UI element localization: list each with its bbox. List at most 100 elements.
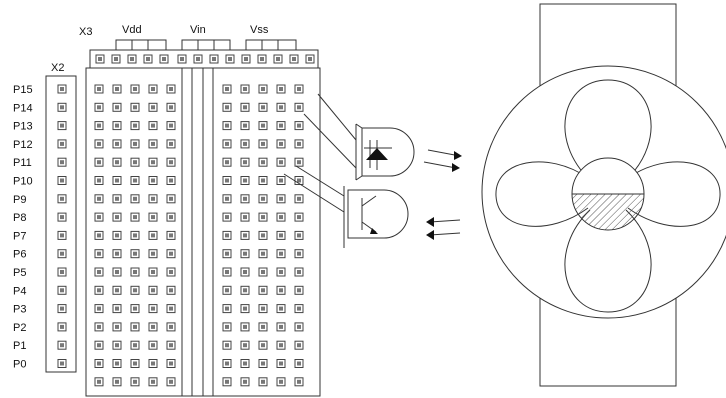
socket-hole bbox=[222, 230, 232, 240]
socket-hole bbox=[112, 267, 122, 277]
socket-hole bbox=[222, 121, 232, 131]
socket-hole bbox=[294, 340, 304, 350]
socket-hole bbox=[166, 139, 176, 149]
socket-hole bbox=[166, 322, 176, 332]
socket-hole bbox=[130, 377, 140, 387]
socket-hole bbox=[130, 285, 140, 295]
socket-hole bbox=[94, 157, 104, 167]
fan-blades-icon bbox=[495, 79, 721, 313]
socket-hole bbox=[148, 194, 158, 204]
socket-hole bbox=[222, 157, 232, 167]
socket-hole bbox=[258, 139, 268, 149]
socket-hole bbox=[166, 102, 176, 112]
socket-hole bbox=[112, 322, 122, 332]
socket-hole bbox=[240, 359, 250, 368]
socket-hole bbox=[222, 267, 232, 277]
socket-hole bbox=[294, 322, 304, 332]
socket-hole bbox=[130, 194, 140, 204]
socket-hole bbox=[148, 102, 158, 112]
socket-hole bbox=[294, 359, 304, 368]
socket-hole bbox=[57, 176, 67, 185]
socket-hole bbox=[166, 377, 176, 387]
socket-hole bbox=[276, 249, 286, 259]
socket-hole bbox=[258, 194, 268, 204]
socket-hole bbox=[57, 359, 67, 368]
pin-label: P5 bbox=[13, 267, 26, 279]
socket-hole bbox=[276, 230, 286, 240]
socket-hole bbox=[143, 54, 153, 64]
socket-hole bbox=[112, 157, 122, 167]
socket-hole bbox=[94, 285, 104, 295]
socket-hole bbox=[166, 212, 176, 222]
socket-hole bbox=[112, 377, 122, 387]
socket-hole bbox=[294, 194, 304, 204]
socket-hole bbox=[130, 121, 140, 131]
socket-hole bbox=[112, 212, 122, 222]
socket-hole bbox=[148, 157, 158, 167]
socket-hole bbox=[130, 157, 140, 167]
socket-hole bbox=[112, 340, 122, 350]
socket-hole bbox=[148, 359, 158, 368]
socket-hole bbox=[130, 267, 140, 277]
socket-hole bbox=[294, 139, 304, 149]
socket-hole bbox=[148, 212, 158, 222]
socket-hole bbox=[130, 212, 140, 222]
socket-hole bbox=[240, 84, 250, 94]
socket-hole bbox=[94, 121, 104, 131]
socket-hole bbox=[94, 176, 104, 185]
socket-hole bbox=[276, 267, 286, 277]
socket-hole bbox=[94, 139, 104, 149]
socket-hole bbox=[193, 54, 203, 64]
socket-hole bbox=[166, 249, 176, 259]
socket-hole bbox=[166, 84, 176, 94]
socket-hole bbox=[241, 54, 251, 64]
socket-hole bbox=[222, 102, 232, 112]
socket-hole bbox=[166, 176, 176, 185]
x2-header-holes bbox=[57, 84, 67, 368]
x2-header-strip bbox=[45, 75, 77, 373]
socket-hole bbox=[57, 157, 67, 167]
socket-hole bbox=[222, 176, 232, 185]
reflected-light-arrows-icon bbox=[426, 217, 461, 240]
socket-hole bbox=[240, 102, 250, 112]
socket-hole bbox=[166, 194, 176, 204]
socket-hole bbox=[130, 304, 140, 314]
socket-hole bbox=[294, 102, 304, 112]
socket-hole bbox=[240, 322, 250, 332]
socket-hole bbox=[112, 194, 122, 204]
socket-hole bbox=[294, 84, 304, 94]
socket-hole bbox=[276, 359, 286, 368]
socket-hole bbox=[276, 102, 286, 112]
socket-hole bbox=[148, 249, 158, 259]
socket-hole bbox=[294, 121, 304, 131]
socket-hole bbox=[166, 340, 176, 350]
socket-hole bbox=[148, 121, 158, 131]
socket-hole bbox=[112, 139, 122, 149]
socket-hole bbox=[94, 102, 104, 112]
socket-hole bbox=[95, 54, 105, 64]
pin-label: P8 bbox=[13, 212, 26, 224]
socket-hole bbox=[111, 54, 121, 64]
phototransistor-icon bbox=[283, 165, 409, 248]
socket-hole bbox=[276, 139, 286, 149]
socket-hole bbox=[222, 212, 232, 222]
vdd-bracket bbox=[115, 39, 167, 50]
socket-hole bbox=[57, 340, 67, 350]
socket-hole bbox=[240, 157, 250, 167]
socket-hole bbox=[240, 249, 250, 259]
socket-hole bbox=[222, 84, 232, 94]
socket-hole bbox=[57, 121, 67, 131]
socket-hole bbox=[222, 285, 232, 295]
pin-label: P3 bbox=[13, 304, 26, 316]
socket-hole bbox=[222, 322, 232, 332]
socket-hole bbox=[294, 249, 304, 259]
socket-hole bbox=[57, 84, 67, 94]
socket-hole bbox=[276, 377, 286, 387]
socket-hole bbox=[166, 359, 176, 368]
emitted-light-arrows-icon bbox=[423, 149, 462, 172]
socket-hole bbox=[258, 377, 268, 387]
socket-hole bbox=[294, 212, 304, 222]
socket-hole bbox=[258, 212, 268, 222]
socket-hole bbox=[276, 212, 286, 222]
